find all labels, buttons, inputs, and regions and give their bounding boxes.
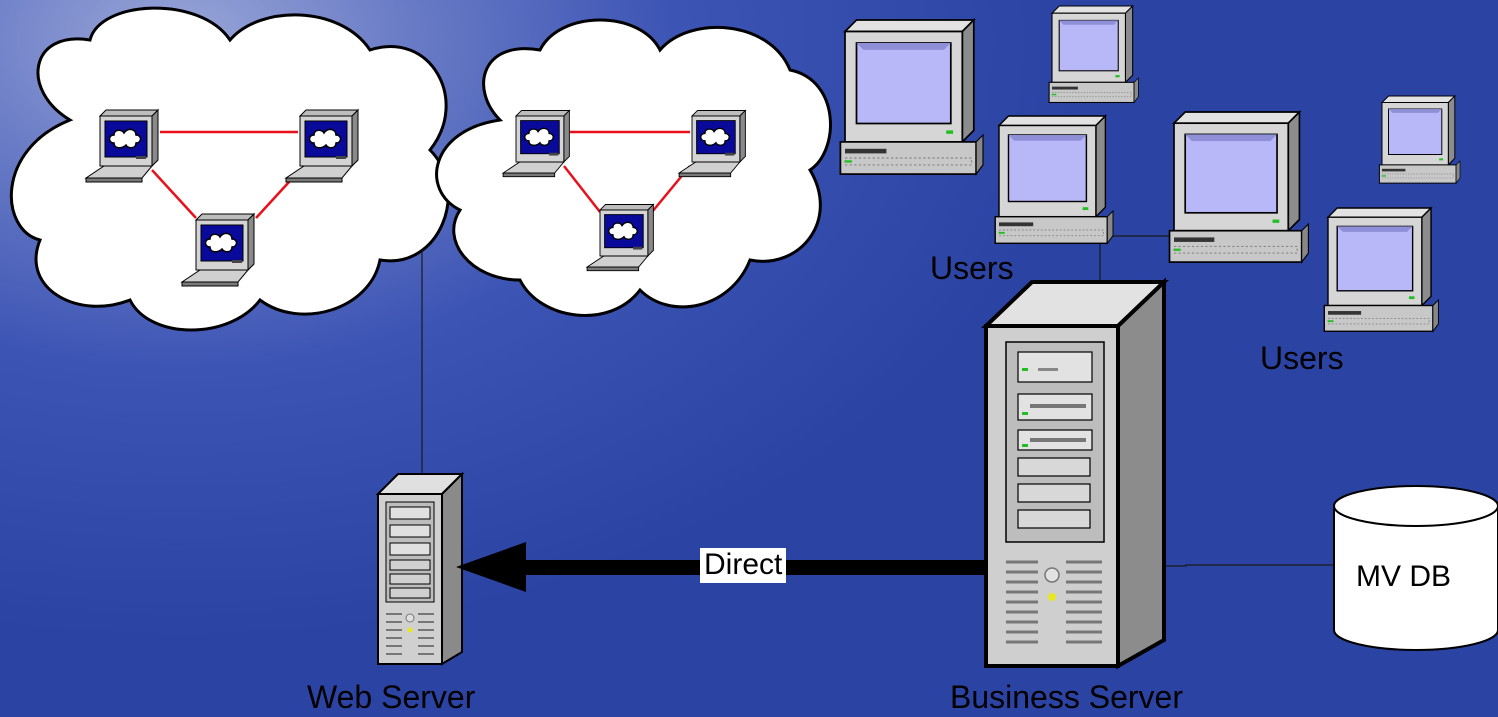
cloud-icon	[9, 6, 450, 332]
users-label: Users	[930, 250, 1014, 286]
users-label: Users	[1260, 340, 1344, 376]
desktop-computer-icon	[839, 19, 984, 175]
server-tower-icon	[375, 471, 465, 666]
business-server-label: Business Server	[950, 679, 1183, 715]
desktop-computer-icon	[1048, 5, 1139, 104]
web-server-label: Web Server	[307, 679, 476, 715]
cloud-icon	[435, 18, 832, 317]
database-cylinder-icon	[1333, 485, 1498, 651]
cloud-network-links	[151, 130, 691, 219]
direct-label: Direct	[700, 548, 787, 583]
desktop-computer-icon	[1168, 111, 1310, 263]
server-tower-icon	[981, 277, 1169, 670]
mv-db-label: MV DB	[1356, 560, 1452, 593]
desktop-computer-icon	[1378, 95, 1461, 184]
desktop-computer-icon	[1323, 207, 1440, 332]
desktop-computer-icon	[994, 115, 1114, 245]
